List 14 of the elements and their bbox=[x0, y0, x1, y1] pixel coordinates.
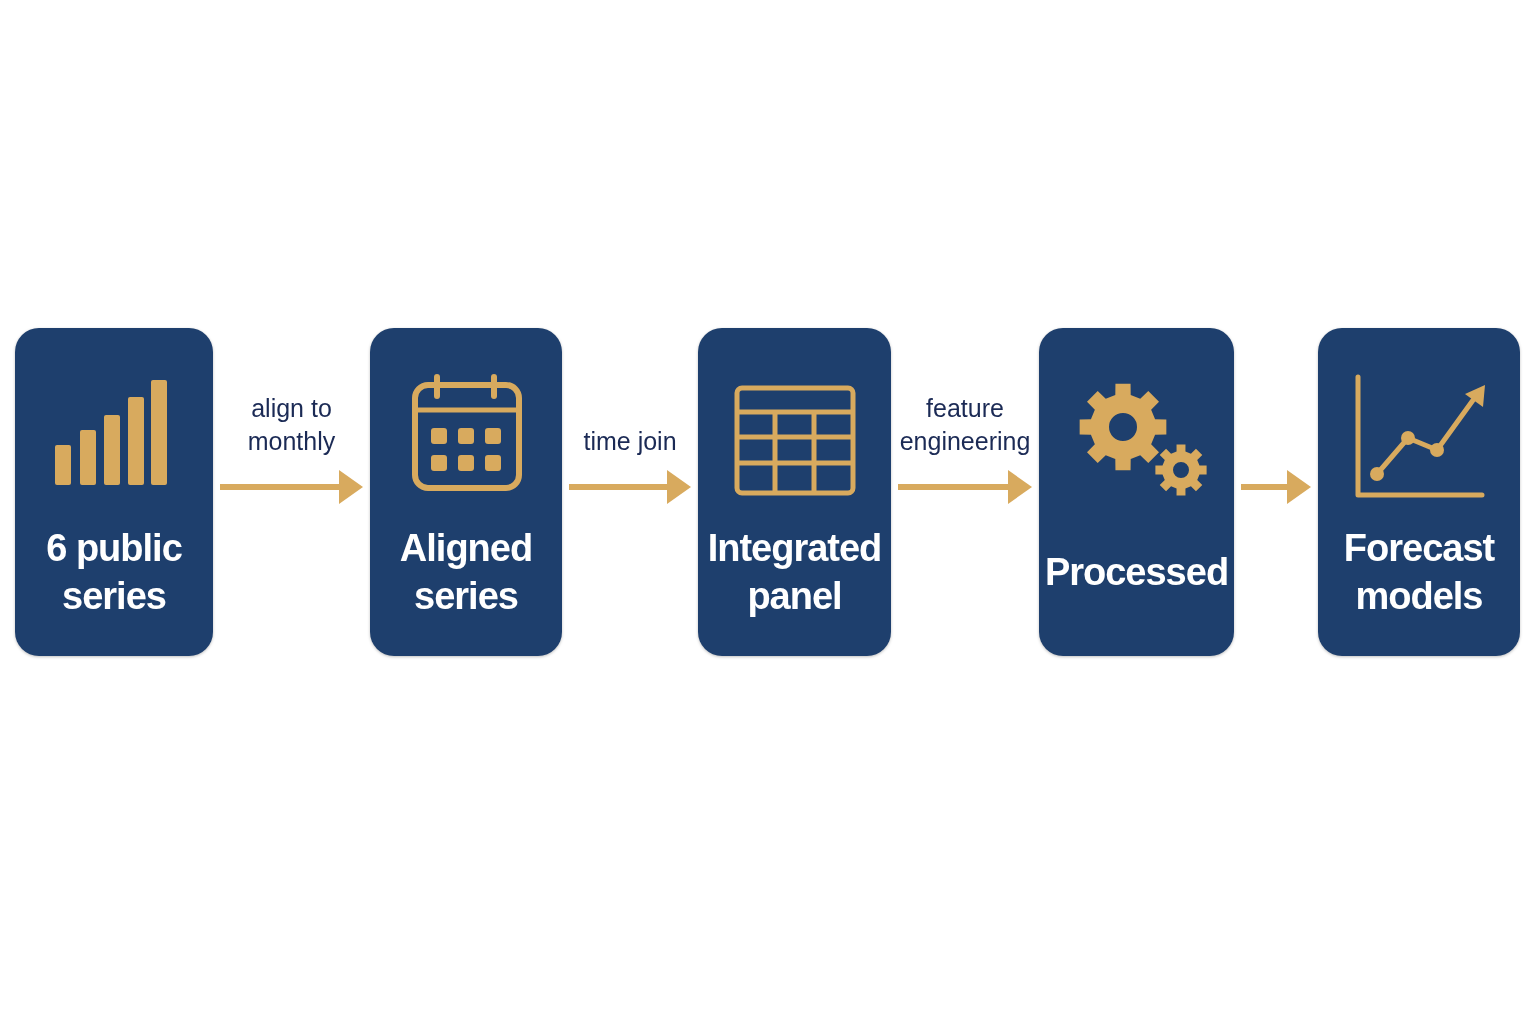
stage-title: Forecast models bbox=[1342, 526, 1496, 619]
stage-title: 6 public series bbox=[45, 526, 183, 619]
process-box bbox=[370, 328, 562, 656]
process-box bbox=[1318, 328, 1520, 656]
process-box bbox=[1039, 328, 1234, 656]
stage-title: Integrated panel bbox=[706, 526, 883, 619]
stage-title: Processed bbox=[1044, 550, 1229, 595]
arrow bbox=[220, 470, 363, 504]
stage-title: Aligned series bbox=[398, 526, 534, 619]
arrow bbox=[898, 470, 1032, 504]
process-box bbox=[15, 328, 213, 656]
process-box bbox=[698, 328, 891, 656]
arrow bbox=[1241, 470, 1311, 504]
arrow bbox=[569, 470, 691, 504]
